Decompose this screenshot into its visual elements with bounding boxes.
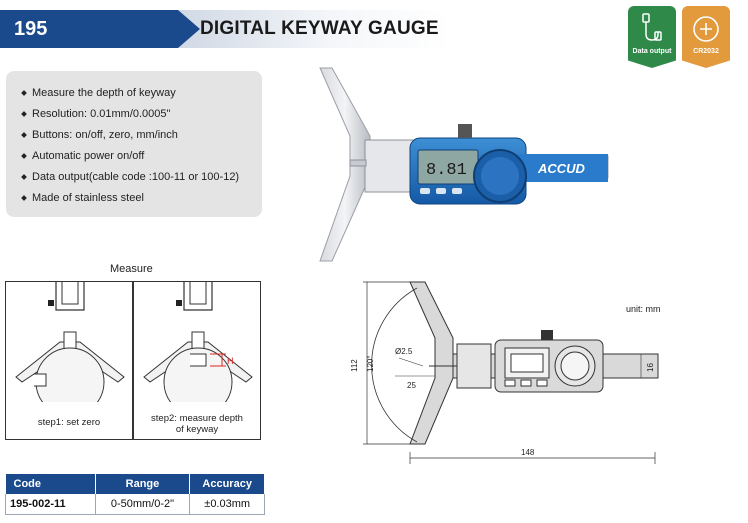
product-image: ACCUD 8.81	[319, 67, 609, 262]
technical-drawing: 112 120° Ø2.5 25 16 148	[350, 281, 659, 464]
feature-item: Made of stainless steel	[22, 188, 262, 209]
table-header-row: Code Range Accuracy	[5, 474, 265, 494]
header-accuracy: Accuracy	[189, 474, 265, 494]
feature-item: Data output(cable code :100-11 or 100-12…	[22, 167, 262, 188]
cell-range: 0-50mm/0-2"	[94, 494, 191, 515]
step-1-caption: step1: set zero	[37, 417, 101, 428]
feature-item: Automatic power on/off	[22, 146, 262, 167]
step-2-diagram: H	[143, 282, 253, 417]
battery-badge: CR2032	[682, 6, 730, 68]
cable-icon	[642, 13, 662, 41]
dim-112: 112	[350, 359, 359, 372]
cell-accuracy: ±0.03mm	[189, 494, 265, 515]
unit-label: unit: mm	[626, 304, 661, 314]
header-range: Range	[95, 474, 191, 494]
page-title: DIGITAL KEYWAY GAUGE	[200, 18, 439, 39]
measure-title: Measure	[110, 263, 153, 275]
header-code: Code	[5, 474, 96, 494]
dim-148: 148	[521, 448, 535, 457]
step-2-caption-line-1: step2: measure depth	[151, 413, 243, 424]
table-row: 195-002-11 0-50mm/0-2" ±0.03mm	[5, 494, 265, 515]
measure-step-2-panel: H step2: measure depth of keyway	[133, 281, 261, 440]
step-2-caption-line-2: of keyway	[175, 424, 219, 435]
cell-code: 195-002-11	[5, 494, 96, 515]
battery-label: CR2032	[693, 48, 719, 55]
measure-step-1-panel: step1: set zero	[5, 281, 133, 440]
feature-item: Measure the depth of keyway	[22, 83, 262, 104]
header-band	[150, 10, 450, 48]
dim-16: 16	[646, 363, 655, 372]
data-output-badge: Data output	[628, 6, 676, 68]
feature-list: Measure the depth of keyway Resolution: …	[6, 71, 262, 217]
catalog-number: 195	[0, 10, 200, 48]
step-1-diagram	[15, 282, 125, 417]
brand-logo: ACCUD	[537, 161, 586, 176]
lcd-readout: 8.81	[426, 161, 467, 180]
dim-120: 120°	[366, 355, 375, 372]
spec-table: Code Range Accuracy 195-002-11 0-50mm/0-…	[5, 474, 265, 515]
step-2-caption: step2: measure depth of keyway	[134, 413, 260, 435]
dim-25: 25	[407, 381, 416, 390]
feature-item: Buttons: on/off, zero, mm/inch	[22, 125, 262, 146]
feature-item: Resolution: 0.01mm/0.0005"	[22, 104, 262, 125]
dim-d25: Ø2.5	[395, 347, 413, 356]
data-output-label: Data output	[632, 48, 672, 55]
h-label: H	[227, 356, 234, 366]
battery-coin-icon	[693, 16, 719, 42]
